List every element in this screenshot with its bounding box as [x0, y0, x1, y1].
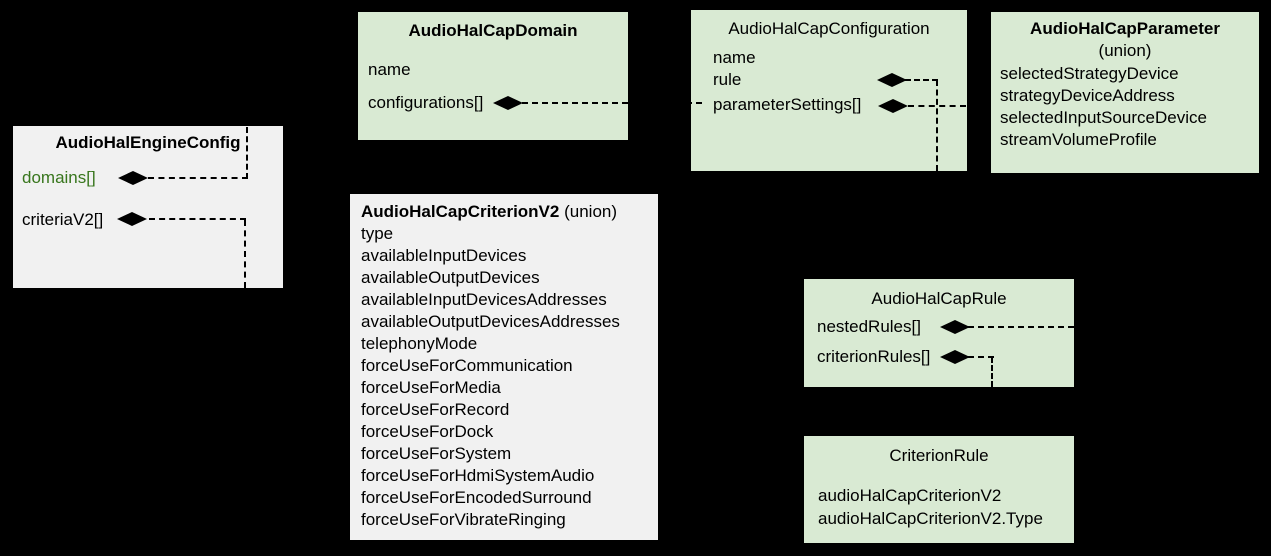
- aggregation-diamond-icon: [117, 212, 147, 226]
- aggregation-diamond-icon: [877, 73, 907, 87]
- field-selected-input-source-device: selectedInputSourceDevice: [1000, 108, 1207, 127]
- connector-dashed-line: [991, 357, 993, 387]
- class-title: AudioHalCapConfiguration: [728, 19, 930, 38]
- union-tag: (union): [1098, 41, 1152, 60]
- connector-dashed-line: [968, 356, 994, 358]
- connector-dashed-line: [522, 102, 628, 104]
- field-rule: rule: [713, 70, 742, 89]
- class-title: AudioHalEngineConfig: [55, 133, 241, 152]
- class-box-audio-hal-cap-rule: AudioHalCapRule nestedRules[] criterionR…: [804, 279, 1074, 387]
- class-box-audio-hal-cap-criterion-v2: AudioHalCapCriterionV2 (union) type avai…: [350, 194, 658, 540]
- field-force-use-for-system: forceUseForSystem: [361, 444, 512, 463]
- connector-dashed-line: [936, 80, 938, 171]
- class-box-audio-hal-cap-parameter: AudioHalCapParameter (union) selectedStr…: [991, 12, 1259, 173]
- connector-dashed-line: [149, 218, 246, 220]
- field-criterion-rules: criterionRules[]: [817, 347, 931, 366]
- field-name: name: [713, 48, 756, 67]
- union-tag: (union): [564, 202, 618, 221]
- aggregation-diamond-icon: [878, 99, 908, 113]
- field-list: selectedStrategyDevice strategyDeviceAdd…: [1000, 63, 1207, 151]
- class-title: AudioHalCapParameter: [1030, 19, 1220, 38]
- field-strategy-device-address: strategyDeviceAddress: [1000, 86, 1175, 105]
- connector-dashed-line: [908, 105, 966, 107]
- field-nested-rules: nestedRules[]: [817, 317, 921, 336]
- class-title: CriterionRule: [889, 446, 989, 465]
- aggregation-diamond-icon: [118, 171, 148, 185]
- field-available-output-devices: availableOutputDevices: [361, 268, 540, 287]
- field-type: type: [361, 224, 394, 243]
- class-title: AudioHalCapRule: [871, 289, 1007, 308]
- connector-dashed-line: [148, 177, 248, 179]
- field-available-input-devices-addresses: availableInputDevicesAddresses: [361, 290, 607, 309]
- connector-dashed-line: [686, 102, 702, 104]
- class-title: AudioHalCapCriterionV2 (union): [361, 202, 617, 222]
- field-configurations: configurations[]: [368, 93, 484, 112]
- field-force-use-for-encoded-surround: forceUseForEncodedSurround: [361, 488, 592, 507]
- field-stream-volume-profile: streamVolumeProfile: [1000, 130, 1157, 149]
- class-box-audio-hal-cap-domain: AudioHalCapDomain name configurations[]: [358, 12, 628, 140]
- field-force-use-for-hdmi-system-audio: forceUseForHdmiSystemAudio: [361, 466, 595, 485]
- field-criteria-v2: criteriaV2[]: [22, 210, 104, 229]
- class-box-audio-hal-cap-configuration: AudioHalCapConfiguration name rule param…: [691, 10, 967, 171]
- connector-dashed-line: [246, 127, 248, 179]
- field-force-use-for-dock: forceUseForDock: [361, 422, 494, 441]
- field-available-output-devices-addresses: availableOutputDevicesAddresses: [361, 312, 620, 331]
- field-list: type availableInputDevices availableOutp…: [361, 223, 620, 531]
- field-name: name: [368, 60, 411, 79]
- field-available-input-devices: availableInputDevices: [361, 246, 527, 265]
- field-force-use-for-media: forceUseForMedia: [361, 378, 501, 397]
- class-title-text: AudioHalCapCriterionV2: [361, 202, 560, 221]
- connector-dashed-line: [905, 79, 938, 81]
- field-telephony-mode: telephonyMode: [361, 334, 478, 353]
- connector-dashed-line: [968, 326, 1074, 328]
- field-force-use-for-communication: forceUseForCommunication: [361, 356, 573, 375]
- aggregation-diamond-icon: [493, 96, 523, 110]
- field-force-use-for-vibrate-ringing: forceUseForVibrateRinging: [361, 510, 566, 529]
- aggregation-diamond-icon: [940, 320, 970, 334]
- field-audio-hal-cap-criterion-v2-type: audioHalCapCriterionV2.Type: [818, 509, 1043, 528]
- field-parameter-settings: parameterSettings[]: [713, 95, 862, 114]
- field-audio-hal-cap-criterion-v2: audioHalCapCriterionV2: [818, 486, 1002, 505]
- class-title: AudioHalCapDomain: [408, 21, 578, 40]
- aggregation-diamond-icon: [940, 350, 970, 364]
- connector-dashed-line: [244, 220, 246, 288]
- field-selected-strategy-device: selectedStrategyDevice: [1000, 64, 1179, 83]
- class-box-audio-hal-engine-config: AudioHalEngineConfig domains[] criteriaV…: [13, 126, 283, 288]
- field-domains: domains[]: [22, 168, 96, 187]
- class-box-criterion-rule: CriterionRule audioHalCapCriterionV2 aud…: [804, 436, 1074, 543]
- field-force-use-for-record: forceUseForRecord: [361, 400, 510, 419]
